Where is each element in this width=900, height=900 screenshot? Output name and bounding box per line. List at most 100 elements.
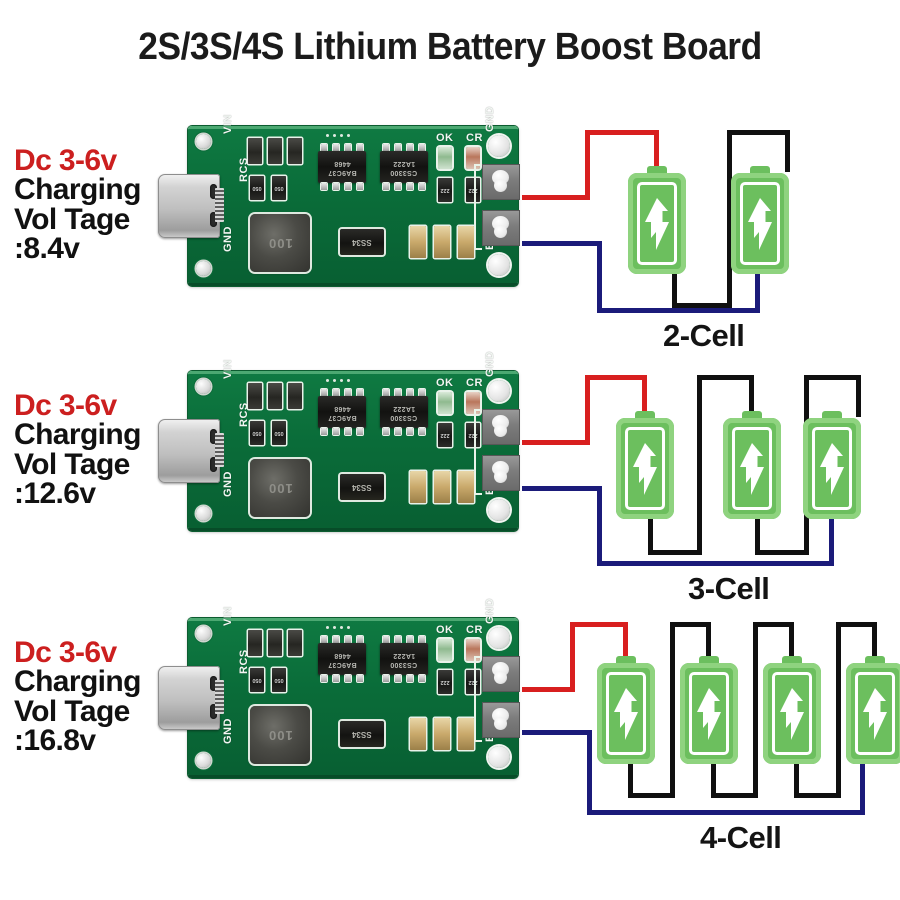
wire-series-4s-c-drop — [872, 622, 877, 662]
wire-positive-2s-h2 — [585, 130, 659, 135]
inductor-marking: 100 — [267, 727, 293, 743]
smd-cap-6 — [458, 226, 474, 258]
terminal-bat-negative[interactable] — [482, 455, 520, 491]
wire-positive-3s-drop — [642, 375, 647, 417]
led-cr — [466, 147, 480, 169]
battery-body — [803, 418, 861, 519]
charging-voltage-value: :8.4v — [14, 232, 80, 266]
wire-negative-2s-v — [597, 241, 602, 313]
usb-c-slot-bottom — [210, 457, 217, 472]
smd-resistor-2: 050 — [272, 176, 286, 200]
charge-bolt-icon — [862, 687, 888, 740]
terminal-bat-negative[interactable] — [482, 702, 520, 738]
battery-inner-outline — [855, 672, 895, 755]
battery-terminal-cap — [782, 656, 802, 665]
battery-terminal-cap — [616, 656, 636, 665]
terminal-bat-positive[interactable] — [482, 164, 520, 200]
battery-inner-outline — [637, 182, 677, 265]
smd-cap-4 — [410, 718, 426, 750]
wire-negative-4s-rise — [860, 758, 865, 815]
terminal-bat-positive[interactable] — [482, 409, 520, 445]
terminal-pad-positive — [491, 170, 510, 194]
terminal-pad-negative — [491, 216, 510, 240]
wire-positive-4s-v — [570, 622, 575, 692]
ic-2: 1A222 CS3300 — [380, 151, 428, 183]
mounting-hole-top-left — [196, 134, 211, 149]
wire-series-2s-h-bot — [672, 303, 732, 308]
terminal-pad-negative — [491, 708, 510, 732]
wire-positive-3s-h2 — [585, 375, 647, 380]
ic-1-marking-line2: 4468 — [333, 160, 351, 167]
ic-2: 1A222 CS3300 — [380, 643, 428, 675]
wire-series-4s-b-drop — [789, 622, 794, 662]
row-3s: Dc 3-6v Charging Vol Tage :12.6v VIN GND… — [0, 351, 900, 618]
smd-resistor-1: 050 — [250, 668, 264, 692]
silk-vin: VIN — [222, 359, 234, 379]
power-inductor: 100 — [250, 214, 310, 272]
ic2-pins-top — [380, 389, 428, 396]
input-voltage-label: Dc 3-6v — [14, 144, 117, 177]
usb-c-slot-top — [210, 429, 217, 444]
silk-gnd-left: GND — [222, 718, 234, 744]
smd-cap-5 — [434, 226, 450, 258]
pad-bat-hole — [488, 746, 510, 768]
resistor-3-marking: 222 — [440, 679, 450, 685]
ic1-pins-bottom — [318, 183, 366, 190]
row-4s: Dc 3-6v Charging Vol Tage :16.8v VIN GND… — [0, 598, 900, 865]
terminal-pad-positive — [491, 662, 510, 686]
pad-gnd-hole — [488, 627, 510, 649]
smd-cap-6 — [458, 471, 474, 503]
diode-marking: SS34 — [352, 729, 372, 739]
smd-cap-2 — [268, 630, 282, 656]
resistor-2-marking: 050 — [274, 430, 284, 436]
battery-cell — [803, 411, 861, 519]
wire-negative-4s-v — [587, 730, 592, 815]
ic-2-marking-line2: 1A222 — [392, 160, 416, 167]
silk-vin: VIN — [222, 114, 234, 134]
battery-body — [731, 173, 789, 274]
terminal-bat-negative[interactable] — [482, 210, 520, 246]
wire-positive-4s-h1 — [522, 687, 575, 692]
spec-block-2s: Dc 3-6v Charging Vol Tage :8.4v — [14, 144, 179, 266]
ic1-pins-top — [318, 144, 366, 151]
wire-series-2s-mid-v — [727, 130, 732, 308]
mounting-hole-top-left — [196, 379, 211, 394]
power-inductor: 100 — [250, 706, 310, 764]
silk-cr: CR — [466, 624, 483, 636]
page-title: 2S/3S/4S Lithium Battery Boost Board — [138, 26, 762, 68]
ic1-pins-top — [318, 389, 366, 396]
wire-positive-2s-h1 — [522, 195, 590, 200]
charging-label-line1: Charging — [14, 418, 141, 452]
wire-series-3s-a-v1 — [648, 513, 653, 555]
terminal-bat-positive[interactable] — [482, 656, 520, 692]
cell-caption-3s: 3-Cell — [688, 571, 770, 606]
ic-1-marking-line1: BA9C37 — [327, 168, 357, 176]
via-row-top — [326, 626, 350, 629]
charge-bolt-icon — [779, 687, 805, 740]
battery-body — [846, 663, 900, 764]
pcb-board-4s: VIN GND RCS OK CR GND BAT 050 050 4468 B… — [158, 598, 520, 778]
silk-gnd-right: GND — [484, 351, 496, 377]
smd-resistor-4: 222 — [466, 178, 480, 202]
led-ok — [438, 392, 452, 414]
battery-terminal-cap — [635, 411, 655, 420]
usb-c-connector — [158, 666, 224, 730]
schottky-diode: SS34 — [340, 474, 384, 500]
ic2-pins-bottom — [380, 675, 428, 682]
wire-series-4s-c-v1 — [794, 760, 799, 798]
charge-bolt-icon — [739, 442, 765, 495]
usb-c-slot-bottom — [210, 704, 217, 719]
led-ok — [438, 147, 452, 169]
ic-1-marking-line1: BA9C37 — [327, 660, 357, 668]
led-ok — [438, 639, 452, 661]
charging-label-line2: Vol Tage — [14, 202, 130, 236]
battery-cell — [763, 656, 821, 764]
inductor-marking: 100 — [267, 480, 293, 496]
wire-series-4s-b-top — [753, 622, 794, 627]
mounting-hole-bottom-left — [196, 261, 211, 276]
silk-ok: OK — [436, 624, 454, 636]
wire-series-3s-a-top — [697, 375, 754, 380]
smd-resistor-4: 222 — [466, 670, 480, 694]
usb-c-pins — [215, 433, 224, 467]
terminal-bracket — [474, 656, 482, 742]
